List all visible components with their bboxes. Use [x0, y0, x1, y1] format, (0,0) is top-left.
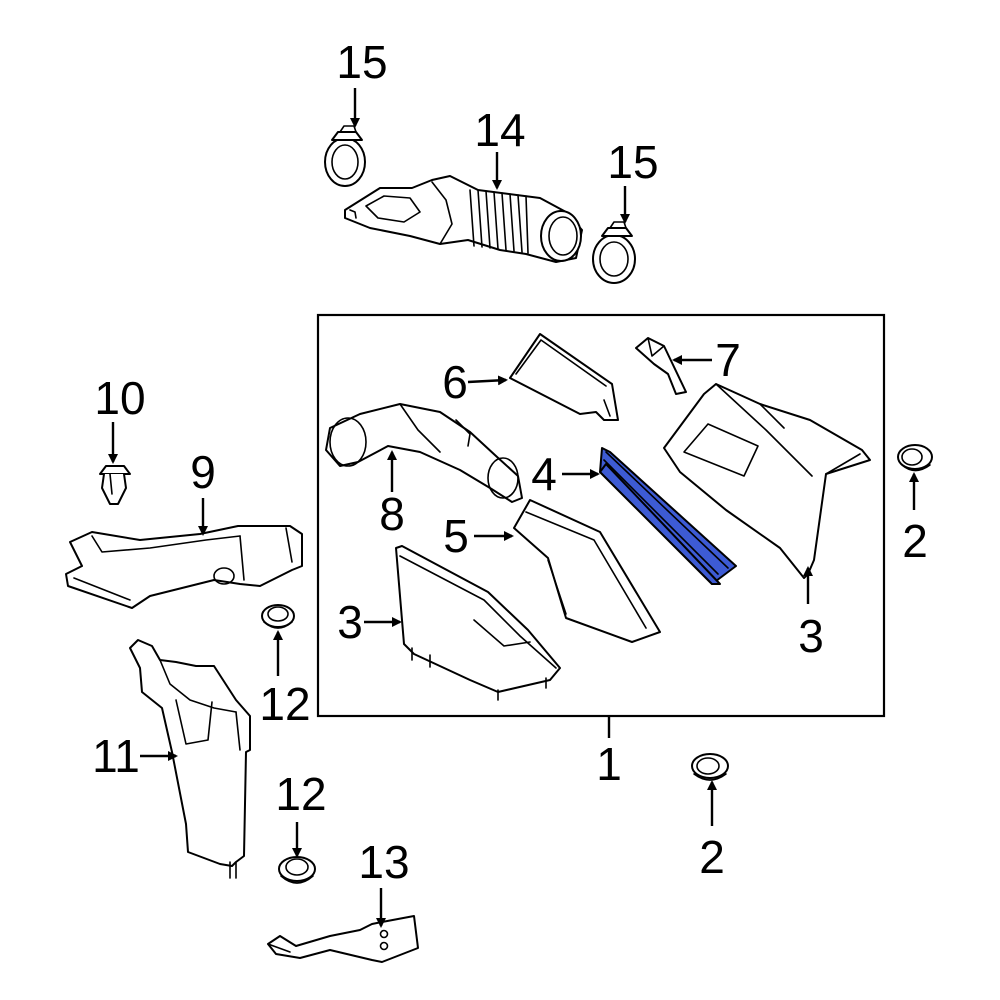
- callout-15-right: 15: [607, 136, 658, 188]
- push-clip: [99, 465, 131, 505]
- callout-1: 1: [596, 738, 622, 790]
- grommet-12-upper: [261, 604, 295, 629]
- callout-14: 14: [474, 104, 525, 156]
- callout-5: 5: [443, 510, 469, 562]
- callout-13: 13: [358, 836, 409, 888]
- hose-clamp-right: [592, 221, 636, 284]
- callout-9: 9: [190, 446, 216, 498]
- grommet-lower: [691, 753, 729, 781]
- intake-hose: [344, 175, 583, 263]
- callout-4: 4: [531, 448, 557, 500]
- leader-arrows: [108, 88, 919, 928]
- callout-3-left: 3: [337, 596, 363, 648]
- hose-clamp-left: [324, 125, 366, 187]
- air-box-upper-housing: [663, 383, 871, 579]
- callout-12-upper: 12: [259, 678, 310, 730]
- resonator: [129, 639, 251, 879]
- air-guide-duct: [65, 525, 303, 609]
- callout-8: 8: [379, 488, 405, 540]
- callout-15-left: 15: [336, 36, 387, 88]
- filter-edge: [599, 463, 721, 585]
- callout-labels: 1 2 2 3 3 4 5 6 7 8 9 10 11 12 12 13 14 …: [92, 36, 928, 888]
- grommet-12-lower: [278, 856, 316, 884]
- callout-10: 10: [94, 372, 145, 424]
- mounting-bracket: [267, 915, 419, 963]
- air-inlet-duct: [325, 403, 523, 503]
- air-filter-element: [599, 447, 737, 585]
- filter-face: [599, 447, 737, 585]
- air-box-lower-housing: [395, 545, 561, 701]
- callout-2-right: 2: [902, 515, 928, 567]
- filter-frame: [513, 499, 661, 643]
- airflow-sensor: [635, 337, 687, 395]
- callout-6: 6: [442, 356, 468, 408]
- filter-cover: [509, 333, 619, 421]
- callout-2-bottom: 2: [699, 831, 725, 883]
- callout-3-right: 3: [798, 610, 824, 662]
- assembly-box: [316, 313, 886, 718]
- grommet-upper: [897, 444, 933, 472]
- callout-7: 7: [715, 334, 741, 386]
- callout-11: 11: [92, 730, 140, 782]
- callout-12-lower: 12: [275, 768, 326, 820]
